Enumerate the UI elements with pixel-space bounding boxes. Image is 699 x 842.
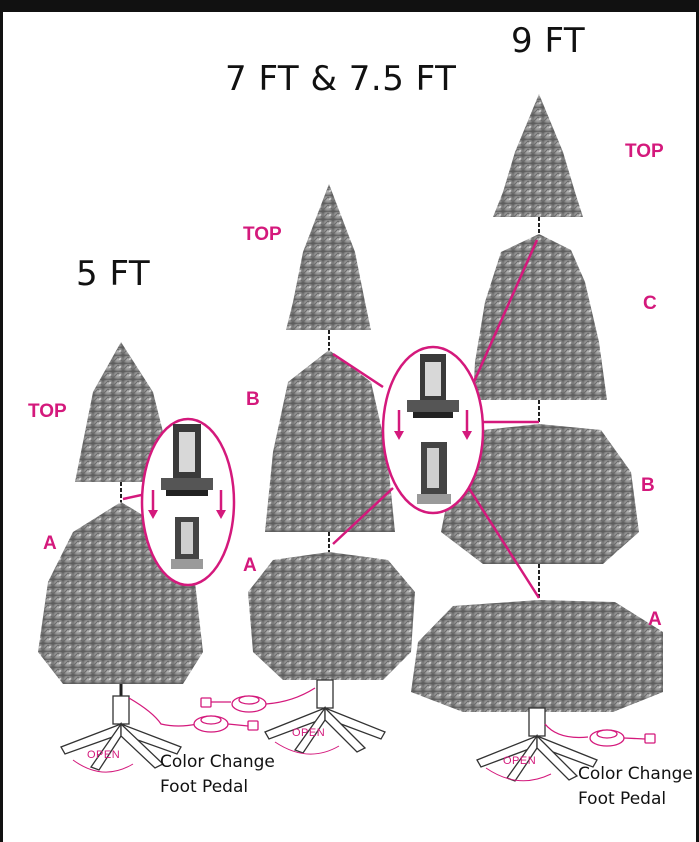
stand-open-label-5ft: OPEN [87,750,120,761]
tree-stand-7ft [265,680,385,753]
height-label-9ft: 9 FT [511,24,585,58]
tree-7ft-section-a [248,552,415,680]
section-label-9ft-c: C [643,294,657,313]
section-label-7ft-b: B [246,390,260,409]
tree-9ft-section-a [411,600,663,712]
section-label-9ft-b: B [641,476,655,495]
section-label-5ft-a: A [43,534,57,553]
tree-7ft-top [286,184,371,330]
section-label-7ft-a: A [243,556,257,575]
diagram-artwork [3,12,696,842]
pedal-caption-left-line2: Foot Pedal [160,777,248,797]
foot-pedal-right [545,724,655,746]
stand-open-label-7ft: OPEN [292,728,325,739]
height-label-5ft: 5 FT [76,257,150,291]
pedal-caption-left-line1: Color Change [160,752,275,772]
section-label-9ft-a: A [648,610,662,629]
pedal-caption-right: Color Change Foot Pedal [578,762,693,811]
foot-pedal-middle [201,688,315,712]
tree-9ft-top [493,94,583,217]
section-label-9ft-top: TOP [625,142,664,161]
pedal-caption-right-line2: Foot Pedal [578,789,666,809]
section-label-5ft-top: TOP [28,402,67,421]
height-label-7ft: 7 FT & 7.5 FT [225,62,456,96]
pedal-caption-right-line1: Color Change [578,764,693,784]
stand-open-label-9ft: OPEN [503,756,536,767]
tree-9ft-section-c [473,234,607,400]
pedal-caption-left: Color Change Foot Pedal [160,750,275,799]
section-label-7ft-top: TOP [243,225,282,244]
